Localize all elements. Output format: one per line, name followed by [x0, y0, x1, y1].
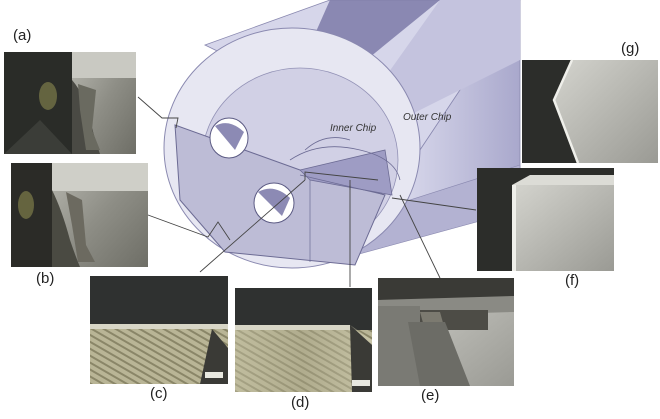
photo-d — [235, 288, 372, 392]
outer-edge-curve — [304, 137, 351, 151]
hole-shade-lower — [258, 188, 290, 216]
label-d: (d) — [291, 394, 310, 411]
label-c: (c) — [150, 385, 168, 402]
leader-lines — [137, 96, 477, 287]
label-a: (a) — [13, 27, 32, 44]
label-b: (b) — [36, 270, 55, 287]
leader-b — [147, 214, 231, 241]
leader-top — [304, 171, 379, 181]
leader-f — [391, 197, 477, 211]
leader-c — [199, 179, 306, 273]
label-e: (e) — [421, 387, 440, 404]
chip-flow-curve — [289, 146, 401, 181]
outer-chip-label: Outer Chip — [403, 112, 452, 123]
leader-e — [399, 194, 441, 279]
photo-c — [90, 276, 228, 384]
photo-b — [11, 163, 148, 267]
leader-a — [137, 96, 179, 129]
label-f: (f) — [565, 272, 580, 289]
photo-f — [477, 168, 614, 271]
photo-g — [522, 59, 658, 164]
face-edge-2 — [299, 174, 386, 196]
inner-chip-label: Inner Chip — [330, 123, 377, 134]
drill-front-face — [163, 27, 421, 269]
photo-a — [4, 52, 136, 154]
photo-e — [378, 278, 514, 386]
hole-shade-upper — [215, 123, 244, 150]
label-g: (g) — [621, 40, 640, 57]
